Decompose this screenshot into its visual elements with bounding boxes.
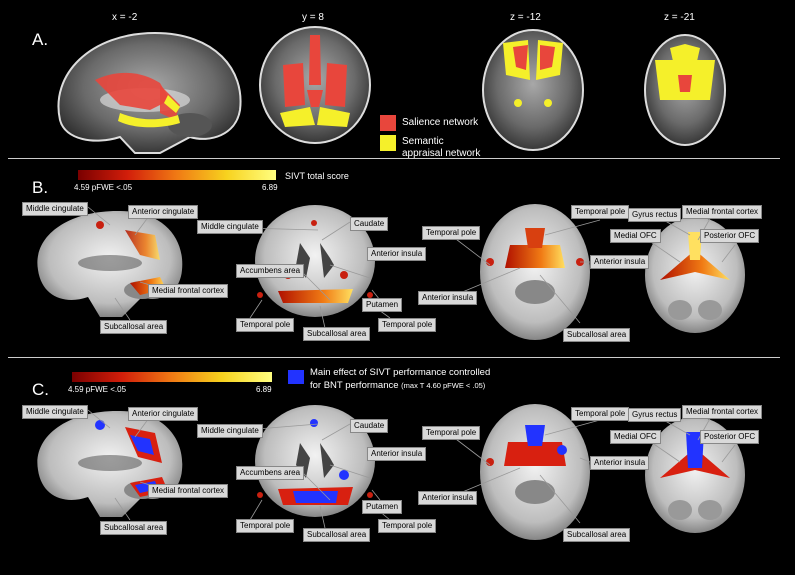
b-label-subcallosal-area-1: Subcallosal area xyxy=(100,320,168,334)
b-label-anterior-cingulate: Anterior cingulate xyxy=(128,205,199,219)
c-label-putamen: Putamen xyxy=(362,500,403,514)
salience-legend-label: Salience network xyxy=(402,117,479,128)
mri-axial-a2 xyxy=(644,34,726,146)
template-coronal-c xyxy=(255,405,375,517)
c-label-temporal-pole-4: Temporal pole xyxy=(571,407,630,421)
bnt-legend-swatch xyxy=(288,370,304,384)
separator-a-b xyxy=(8,158,780,159)
b-label-middle-cingulate-1: Middle cingulate xyxy=(22,202,88,216)
mri-axial-a1 xyxy=(482,29,584,151)
b-label-anterior-insula-3: Anterior insula xyxy=(590,255,650,269)
colorbar-c-min: 4.59 pFWE <.05 xyxy=(68,385,127,394)
b-label-anterior-insula-1: Anterior insula xyxy=(367,247,427,261)
salience-legend-swatch xyxy=(380,115,396,131)
b-label-subcallosal-area-2: Subcallosal area xyxy=(303,327,371,341)
b-label-medial-ofc: Medial OFC xyxy=(610,229,661,243)
colorbar-c xyxy=(72,372,272,382)
c-label-medial-frontal-cortex-1: Medial frontal cortex xyxy=(148,484,229,498)
bnt-legend-small: (max T 4.60 pFWE < .05) xyxy=(401,381,486,390)
colorbar-b-min: 4.59 pFWE <.05 xyxy=(74,183,133,192)
panel-b-letter: B. xyxy=(32,178,49,197)
c-label-caudate: Caudate xyxy=(350,419,389,433)
c-label-medial-frontal-cortex-2: Medial frontal cortex xyxy=(682,405,763,419)
bnt-legend-line1: Main effect of SIVT performance controll… xyxy=(310,367,491,378)
c-label-subcallosal-area-1: Subcallosal area xyxy=(100,521,168,535)
colorbar-b-max: 6.89 xyxy=(262,183,278,192)
panel-c-letter: C. xyxy=(32,380,49,399)
mri-coronal-a xyxy=(259,26,371,144)
bnt-legend-line2: for BNT performance xyxy=(310,380,399,391)
template-axial-c2 xyxy=(645,417,745,533)
c-label-anterior-insula-2: Anterior insula xyxy=(418,491,478,505)
c-label-posterior-ofc: Posterior OFC xyxy=(700,430,760,444)
b-label-medial-frontal-cortex-2: Medial frontal cortex xyxy=(682,205,763,219)
c-label-middle-cingulate-1: Middle cingulate xyxy=(22,405,88,419)
template-coronal-b xyxy=(255,205,375,317)
b-label-temporal-pole-1: Temporal pole xyxy=(236,318,295,332)
b-label-temporal-pole-3: Temporal pole xyxy=(422,226,481,240)
c-label-anterior-insula-3: Anterior insula xyxy=(590,456,650,470)
b-label-medial-frontal-cortex-1: Medial frontal cortex xyxy=(148,284,229,298)
b-label-temporal-pole-2: Temporal pole xyxy=(378,318,437,332)
coord-axial-2: z = -21 xyxy=(664,12,695,23)
coord-axial-1: z = -12 xyxy=(510,12,541,23)
panel-a-letter: A. xyxy=(32,30,49,49)
b-label-middle-cingulate-2: Middle cingulate xyxy=(197,220,263,234)
c-label-subcallosal-area-3: Subcallosal area xyxy=(563,528,631,542)
semantic-legend-swatch xyxy=(380,135,396,151)
colorbar-c-max: 6.89 xyxy=(256,385,272,394)
colorbar-b-title: SIVT total score xyxy=(285,171,349,181)
bnt-legend-line2-wrap: for BNT performance (max T 4.60 pFWE < .… xyxy=(310,380,485,392)
c-label-temporal-pole-1: Temporal pole xyxy=(236,519,295,533)
c-label-accumbens-area: Accumbens area xyxy=(236,466,305,480)
c-label-anterior-cingulate: Anterior cingulate xyxy=(128,407,199,421)
b-label-caudate: Caudate xyxy=(350,217,389,231)
separator-b-c xyxy=(8,357,780,358)
b-label-temporal-pole-4: Temporal pole xyxy=(571,205,630,219)
semantic-legend-label: Semantic appraisal network xyxy=(402,136,481,159)
c-label-medial-ofc: Medial OFC xyxy=(610,430,661,444)
b-label-accumbens-area: Accumbens area xyxy=(236,264,305,278)
c-label-subcallosal-area-2: Subcallosal area xyxy=(303,528,371,542)
template-sagittal-c xyxy=(37,410,183,517)
c-label-middle-cingulate-2: Middle cingulate xyxy=(197,424,263,438)
c-label-temporal-pole-2: Temporal pole xyxy=(378,519,437,533)
c-label-anterior-insula-1: Anterior insula xyxy=(367,447,427,461)
template-axial-c1 xyxy=(480,404,590,540)
coord-sagittal: x = -2 xyxy=(112,12,138,23)
mri-sagittal-a xyxy=(57,31,242,154)
template-axial-b1 xyxy=(480,204,590,340)
b-label-anterior-insula-2: Anterior insula xyxy=(418,291,478,305)
c-label-temporal-pole-3: Temporal pole xyxy=(422,426,481,440)
colorbar-b xyxy=(78,170,276,180)
b-label-posterior-ofc: Posterior OFC xyxy=(700,229,760,243)
b-label-subcallosal-area-3: Subcallosal area xyxy=(563,328,631,342)
coord-coronal: y = 8 xyxy=(302,12,324,23)
b-label-putamen: Putamen xyxy=(362,298,403,312)
template-axial-b2 xyxy=(645,217,745,333)
b-label-gyrus-rectus: Gyrus rectus xyxy=(628,208,682,222)
c-label-gyrus-rectus: Gyrus rectus xyxy=(628,408,682,422)
